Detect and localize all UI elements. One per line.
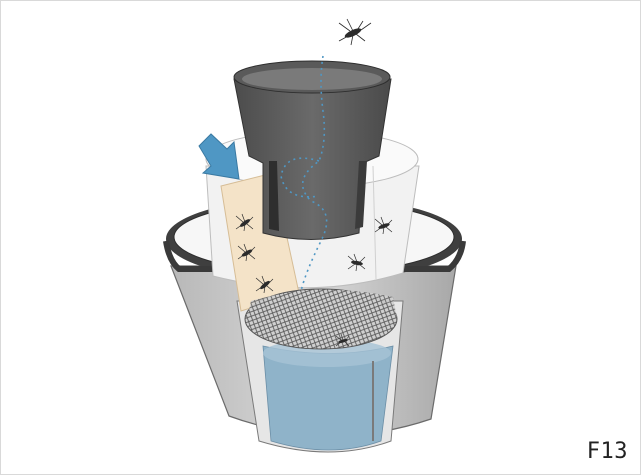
- mosquito-icon: [237, 243, 256, 262]
- mosquito-icon: [335, 333, 350, 347]
- mosquito-icon: [255, 275, 274, 294]
- figure-label: F13: [586, 439, 628, 464]
- mosquito-icon: [235, 213, 254, 232]
- mosquito-icon: [374, 216, 393, 235]
- mosquito-icon: [347, 253, 366, 272]
- mesh-screen: [244, 288, 398, 350]
- down-arrow-icon: [198, 133, 240, 180]
- mosquito-icon: [338, 18, 372, 46]
